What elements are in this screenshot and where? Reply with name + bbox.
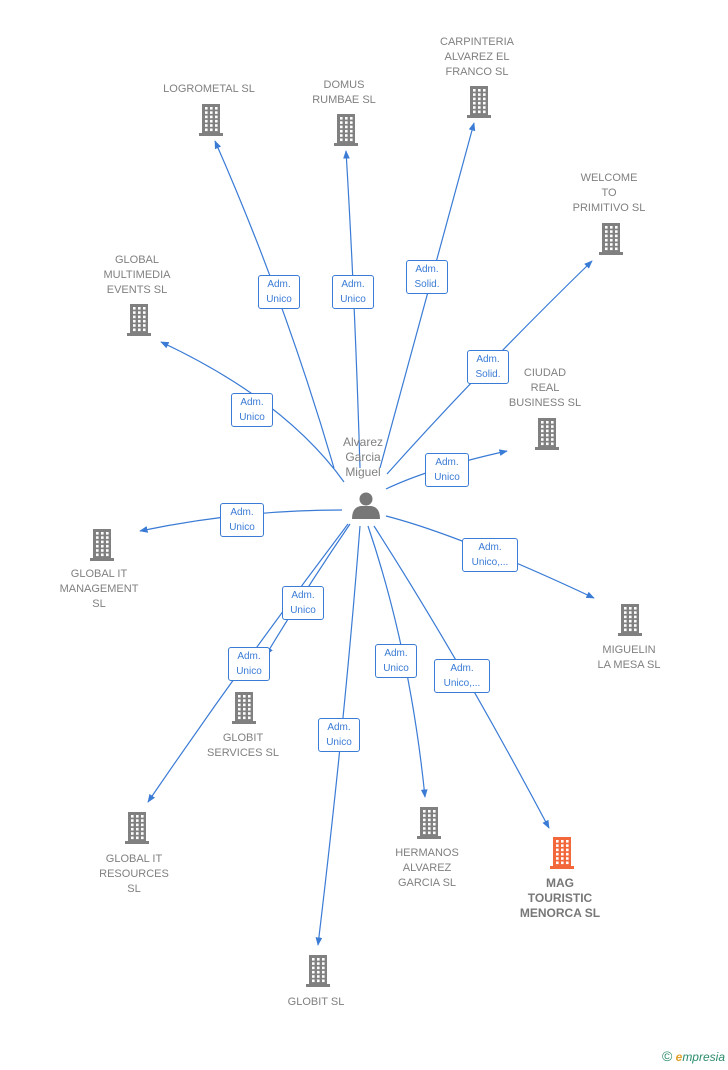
edge-to-domus (343, 150, 361, 469)
company-label-carpinteria[interactable]: CARPINTERIA ALVAREZ EL FRANCO SL (440, 36, 514, 78)
company-label-globit[interactable]: GLOBIT SL (287, 996, 345, 1008)
icons-layer (90, 86, 642, 987)
building-icon-globit-services[interactable] (232, 692, 256, 724)
edge-label-domus[interactable]: Adm. Unico (332, 275, 374, 309)
building-icon-domus[interactable] (334, 114, 358, 146)
company-label-miguelin[interactable]: MIGUELIN LA MESA SL (597, 644, 661, 671)
edge-label-miguelin[interactable]: Adm. Unico,... (462, 538, 518, 572)
company-label-ciudad-real[interactable]: CIUDAD REAL BUSINESS SL (508, 367, 582, 409)
building-icon-welcome[interactable] (599, 223, 623, 255)
edge-label-global-it-resources[interactable]: Adm. Unico (228, 647, 270, 681)
brand-logo-e: e (675, 1050, 683, 1064)
building-icon-miguelin[interactable] (618, 604, 642, 636)
person-label[interactable]: Alvarez Garcia Miguel (342, 435, 383, 479)
company-label-global-it-resources[interactable]: GLOBAL IT RESOURCES SL (99, 853, 169, 895)
edges-layer (139, 122, 595, 946)
building-icon-global-it-resources[interactable] (125, 812, 149, 844)
company-label-global-multimedia[interactable]: GLOBAL MULTIMEDIA EVENTS SL (103, 254, 171, 296)
building-icon-mag-touristic[interactable] (550, 837, 574, 869)
building-icon-globit[interactable] (306, 955, 330, 987)
person-icon[interactable] (352, 492, 380, 520)
company-label-global-it-management[interactable]: GLOBAL IT MANAGEMENT SL (59, 568, 139, 610)
edge-label-welcome[interactable]: Adm. Solid. (467, 350, 509, 384)
company-label-logrometal[interactable]: LOGROMETAL SL (163, 83, 255, 95)
edge-label-global-multimedia[interactable]: Adm. Unico (231, 393, 273, 427)
edge-label-carpinteria[interactable]: Adm. Solid. (406, 260, 448, 294)
company-label-domus[interactable]: DOMUS RUMBAE SL (312, 79, 376, 106)
empresia-brand[interactable]: © empresia (662, 1048, 725, 1064)
edge-label-ciudad-real[interactable]: Adm. Unico (425, 453, 469, 487)
edge-label-global-it-management[interactable]: Adm. Unico (220, 503, 264, 537)
edge-label-mag-touristic[interactable]: Adm. Unico,... (434, 659, 490, 693)
company-label-globit-services[interactable]: GLOBIT SERVICES SL (207, 732, 279, 759)
company-label-mag-touristic[interactable]: MAG TOURISTIC MENORCA SL (519, 876, 601, 920)
building-icon-carpinteria[interactable] (467, 86, 491, 118)
company-label-welcome[interactable]: WELCOME TO PRIMITIVO SL (572, 172, 646, 214)
building-icon-global-multimedia[interactable] (127, 304, 151, 336)
building-icon-ciudad-real[interactable] (535, 418, 559, 450)
company-label-hermanos[interactable]: HERMANOS ALVAREZ GARCIA SL (395, 847, 459, 889)
brand-name: mpresia (682, 1050, 725, 1064)
building-icon-global-it-management[interactable] (90, 529, 114, 561)
edge-label-logrometal[interactable]: Adm. Unico (258, 275, 300, 309)
building-icon-logrometal[interactable] (199, 104, 223, 136)
edge-label-globit[interactable]: Adm. Unico (318, 718, 360, 752)
edge-label-globit-services[interactable]: Adm. Unico (282, 586, 324, 620)
building-icon-hermanos[interactable] (417, 807, 441, 839)
edge-to-carpinteria (379, 122, 476, 469)
copyright-icon: © (661, 1048, 673, 1064)
edge-label-hermanos[interactable]: Adm. Unico (375, 644, 417, 678)
